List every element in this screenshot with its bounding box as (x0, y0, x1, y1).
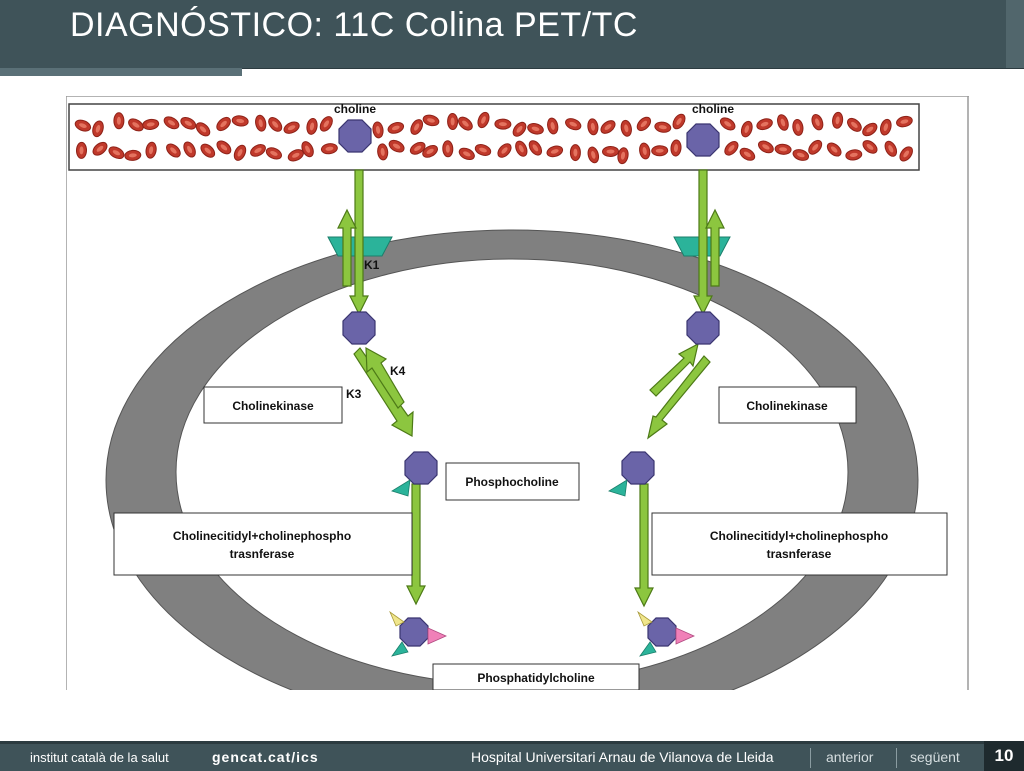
cholinekinase-right-label: Cholinekinase (746, 399, 828, 413)
red-blood-cell (75, 141, 88, 159)
red-blood-cell (446, 112, 459, 131)
footer-institute: institut català de la salut (30, 750, 169, 765)
phosphocholine-label: Phosphocholine (465, 475, 559, 489)
transferase-right-line2: trasnferase (767, 547, 832, 561)
k2-label: K2 (308, 247, 324, 261)
transferase-left-line2: trasnferase (230, 547, 295, 561)
slide-title: DIAGNÓSTICO: 11C Colina PET/TC (70, 6, 638, 44)
next-slide-button[interactable]: següent (910, 749, 960, 765)
k1-label: K1 (364, 258, 380, 272)
k3-label: K3 (346, 387, 362, 401)
k4-label: K4 (390, 364, 406, 378)
phosphate-markers (389, 479, 695, 657)
red-blood-cell (442, 140, 454, 158)
phosphocholine-molecule-right (621, 451, 655, 485)
transferase-left-box (113, 512, 413, 576)
footer-separator (810, 748, 811, 768)
choline-label-right: choline (692, 102, 734, 116)
phosphatidylcholine-molecule-right (647, 617, 677, 647)
red-blood-cell (601, 145, 620, 158)
choline-molecule-cell-left (342, 311, 376, 345)
phosphatidylcholine-label: Phosphatidylcholine (477, 671, 595, 685)
header-accent-bar (0, 68, 242, 76)
footer-website-link[interactable]: gencat.cat/ics (212, 749, 319, 765)
transferase-right-line1: Cholinecitidyl+cholinephospho (710, 529, 888, 543)
page-number: 10 (984, 741, 1024, 771)
cholinekinase-right-box (718, 386, 857, 424)
choline-molecule-cell-right (686, 311, 720, 345)
phosphatidylcholine-box (432, 663, 640, 690)
choline-molecule-blood-right (686, 123, 720, 157)
choline-molecule-blood-left (338, 119, 372, 153)
red-blood-cell (494, 118, 512, 130)
phosphatidylcholine-molecule-left (399, 617, 429, 647)
blood-vessel-band (68, 103, 920, 171)
footer-separator (896, 748, 897, 768)
cell-membrane-ring (105, 229, 919, 690)
cholinekinase-left-label: Cholinekinase (232, 399, 314, 413)
cholinekinase-left-box (203, 386, 343, 424)
red-blood-cell (651, 144, 669, 157)
slide-header: DIAGNÓSTICO: 11C Colina PET/TC (0, 0, 1024, 69)
phosphocholine-molecule-left (404, 451, 438, 485)
phosphocholine-box (445, 462, 580, 501)
transferase-right-box (651, 512, 948, 576)
red-blood-cell (569, 144, 581, 162)
flux-arrows (337, 169, 725, 608)
red-blood-cell (113, 112, 125, 130)
transferase-left-line1: Cholinecitidyl+cholinephospho (173, 529, 351, 543)
choline-metabolism-diagram: choline choline K1 K2 K3 K4 Cholinekinas… (66, 96, 969, 690)
previous-slide-button[interactable]: anterior (826, 749, 874, 765)
slide-footer: institut català de la salut gencat.cat/i… (0, 741, 1024, 771)
header-edge-decoration (1006, 0, 1024, 68)
footer-hospital: Hospital Universitari Arnau de Vilanova … (471, 749, 774, 765)
choline-label-left: choline (334, 102, 376, 116)
choline-molecules (338, 119, 720, 647)
